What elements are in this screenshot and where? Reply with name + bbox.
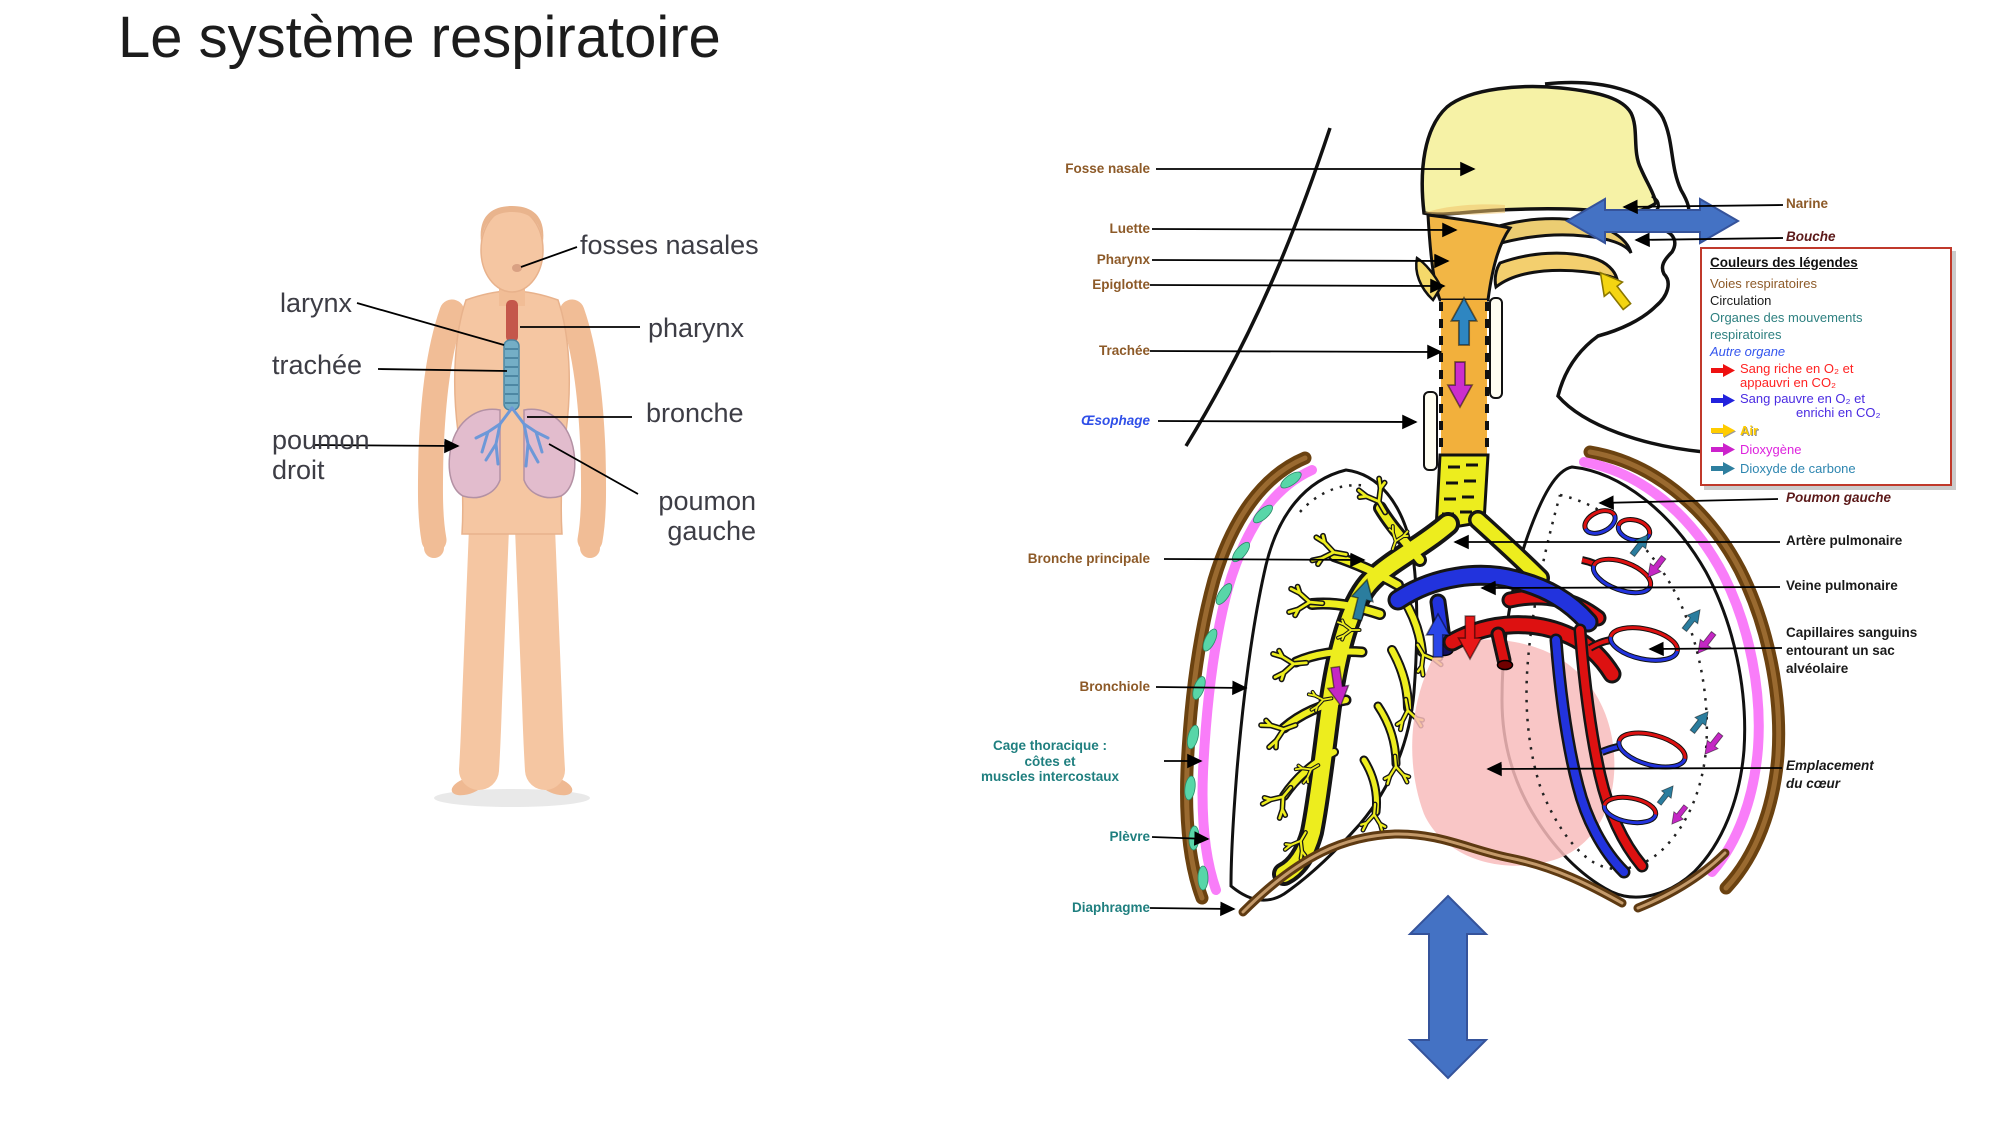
legend-circulation: Circulation <box>1710 293 1772 308</box>
diaphragm-shape <box>1238 829 1730 917</box>
legend-autre-organe: Autre organe <box>1710 344 1786 359</box>
hair <box>480 206 544 242</box>
magenta-arrow-icon <box>1711 443 1735 456</box>
steel-arrow-icon <box>1711 462 1735 475</box>
label-poumon-gauche: poumon gauche <box>658 486 756 546</box>
nose-mark <box>512 264 522 272</box>
nasal-cavity-shape <box>1420 84 1658 216</box>
legend-sang-riche: Sang riche en O₂ et appauvri en CO₂ <box>1710 362 1942 390</box>
legend-voies-respiratoires: Voies respiratoires <box>1710 276 1817 291</box>
label-veine-pulmonaire: Veine pulmonaire <box>1786 578 1898 593</box>
legend-sang-pauvre: Sang pauvre en O₂ et enrichi en CO₂ <box>1710 392 1942 420</box>
diaphragm-movement-arrow-icon <box>1407 894 1489 1080</box>
label-bronche: bronche <box>646 398 744 428</box>
legend-box: Couleurs des légendes Voies respiratoire… <box>1700 247 1952 486</box>
label-cage-thoracique: Cage thoracique : côtes et muscles inter… <box>980 738 1120 784</box>
legend-organes-mouvements: Organes des mouvements respiratoires <box>1710 310 1863 342</box>
pleura-dotted-line <box>1525 493 1709 871</box>
legend-title: Couleurs des légendes <box>1710 255 1858 270</box>
label-artere-pulmonaire: Artère pulmonaire <box>1786 533 1903 548</box>
body-figure-leader-lines <box>313 246 640 495</box>
head <box>480 207 544 293</box>
esophagus-lower-shape <box>1423 391 1438 471</box>
legend-dioxygene: Dioxygène <box>1710 441 1942 458</box>
label-fosses-nasales: fosses nasales <box>580 230 759 260</box>
label-capillaires: Capillaires sanguins entourant un sac al… <box>1786 625 1918 676</box>
label-bronchiole: Bronchiole <box>1079 679 1150 694</box>
label-fosse-nasale: Fosse nasale <box>1065 161 1150 176</box>
blue-arrow-icon <box>1711 394 1735 407</box>
red-arrow-icon <box>1711 364 1735 377</box>
pharynx-shape <box>506 300 518 342</box>
diagram-leader-lines <box>1149 161 1784 917</box>
legend-dioxyde-carbone: Dioxyde de carbone <box>1710 460 1942 477</box>
label-luette: Luette <box>1109 221 1151 236</box>
label-bouche: Bouche <box>1786 229 1836 244</box>
respiratory-diagram <box>1149 80 1786 1080</box>
label-poumon-gauche-diagram: Poumon gauche <box>1786 490 1892 505</box>
label-emplacement-coeur: Emplacement du cœur <box>1786 758 1874 791</box>
label-oesophage: Œsophage <box>1080 413 1150 428</box>
label-pharynx-diagram: Pharynx <box>1096 252 1150 267</box>
legend-air: Air <box>1710 422 1942 439</box>
label-larynx: larynx <box>279 288 352 318</box>
yellow-arrow-icon <box>1711 424 1736 438</box>
inhale-exhale-arrow-icon <box>1565 197 1740 245</box>
right-lung <box>1387 445 1786 899</box>
trachea-shape <box>503 339 520 411</box>
label-poumon-droit: poumon droit <box>272 425 370 485</box>
label-trachee-diagram: Trachée <box>1098 343 1150 358</box>
esophagus-upper-shape <box>1489 297 1503 399</box>
slide-title: Le système respiratoire <box>118 5 721 70</box>
label-diaphragme: Diaphragme <box>1071 900 1150 915</box>
label-trachee: trachée <box>272 350 363 380</box>
label-bronche-principale: Bronche principale <box>1027 551 1150 566</box>
head-back-outline <box>1184 127 1332 447</box>
lungs-shape <box>448 406 576 499</box>
human-body-illustration <box>313 206 640 807</box>
label-plevre: Plèvre <box>1109 829 1150 844</box>
chin-neck-outline <box>1556 228 1705 454</box>
floor-shadow <box>434 789 590 807</box>
mouth-shape <box>1493 251 1620 290</box>
label-epiglotte: Epiglotte <box>1092 277 1150 292</box>
label-narine: Narine <box>1786 196 1829 211</box>
alveolar-sacs <box>1582 508 1688 826</box>
label-pharynx: pharynx <box>648 313 745 343</box>
